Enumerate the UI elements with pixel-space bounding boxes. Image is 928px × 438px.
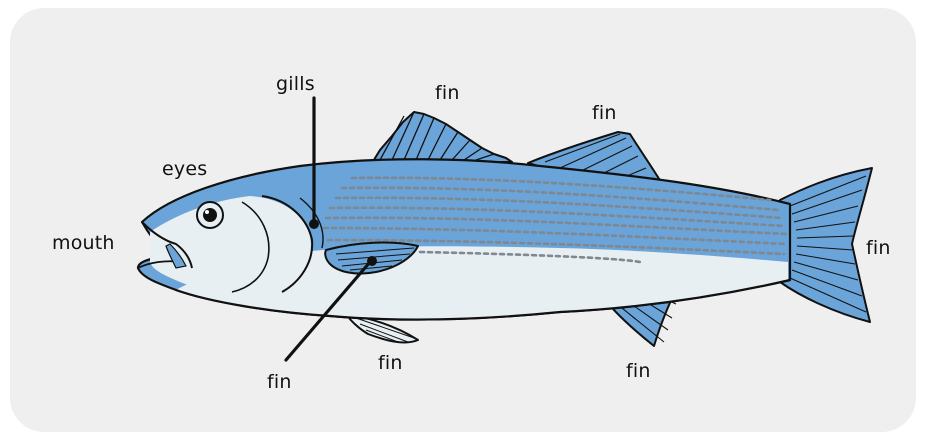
dorsal-fin-front <box>372 112 512 163</box>
label-fin-anal: fin <box>626 362 651 381</box>
label-fin-pectoral: fin <box>267 373 292 392</box>
tail-fin <box>780 168 872 322</box>
label-eyes: eyes <box>162 160 207 179</box>
label-fin-dorsal-rear: fin <box>592 104 617 123</box>
label-fin-tail: fin <box>866 239 891 258</box>
label-gills: gills <box>276 75 315 94</box>
gills-leader-dot <box>309 219 319 229</box>
label-mouth: mouth <box>52 234 115 253</box>
pectoral-fin-leader-dot <box>367 256 377 266</box>
label-fin-pelvic: fin <box>378 354 403 373</box>
eye <box>197 202 223 228</box>
label-fin-dorsal-front: fin <box>435 84 460 103</box>
